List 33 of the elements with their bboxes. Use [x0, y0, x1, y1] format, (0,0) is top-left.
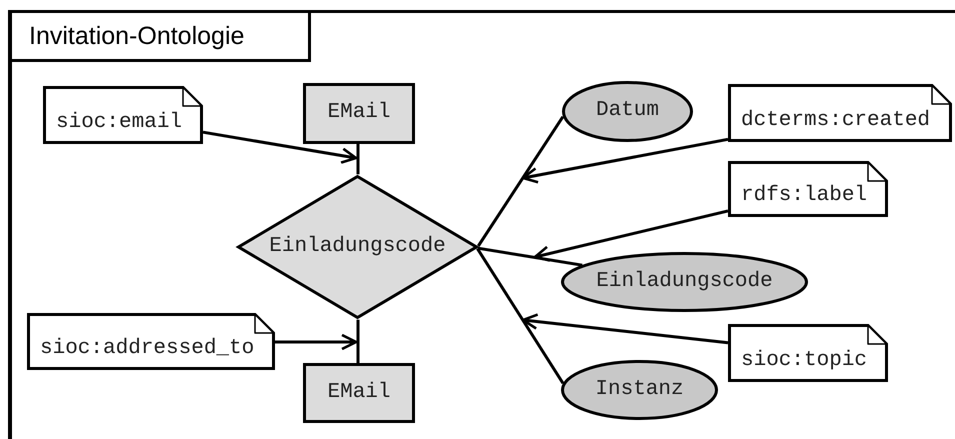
arrow [275, 334, 358, 350]
connector-line [356, 320, 360, 363]
arrow [522, 313, 728, 344]
attribute-name: Einladungscode [596, 270, 773, 294]
attribute-ellipse [561, 252, 808, 312]
class-name: EMail [327, 380, 390, 406]
class-name: EMail [327, 101, 390, 126]
note-text: dcterms:created [741, 108, 930, 133]
note-text: rdfs:label [741, 184, 868, 208]
note [728, 161, 888, 217]
class-box [303, 83, 415, 144]
note-text: sioc:addressed_to [40, 336, 254, 361]
arrow [534, 209, 728, 262]
attribute-name: Datum [596, 99, 659, 124]
arrow [522, 138, 728, 184]
arrow [202, 130, 358, 164]
connector-line [356, 144, 360, 174]
diagram-frame [8, 10, 955, 439]
relation-diamond [235, 174, 480, 320]
note-text: sioc:email [56, 110, 182, 135]
attribute-ellipse [561, 360, 718, 420]
class-box [303, 363, 415, 423]
note-text: sioc:topic [741, 348, 868, 373]
connector-line [478, 246, 582, 267]
relation-name: Einladungscode [269, 234, 446, 260]
attribute-name: Instanz [595, 378, 684, 402]
attribute-ellipse [562, 81, 693, 142]
connector-line [476, 248, 564, 384]
note [728, 324, 888, 382]
note [27, 313, 275, 370]
connector-line [477, 116, 564, 247]
note [728, 84, 952, 142]
note [43, 86, 203, 144]
